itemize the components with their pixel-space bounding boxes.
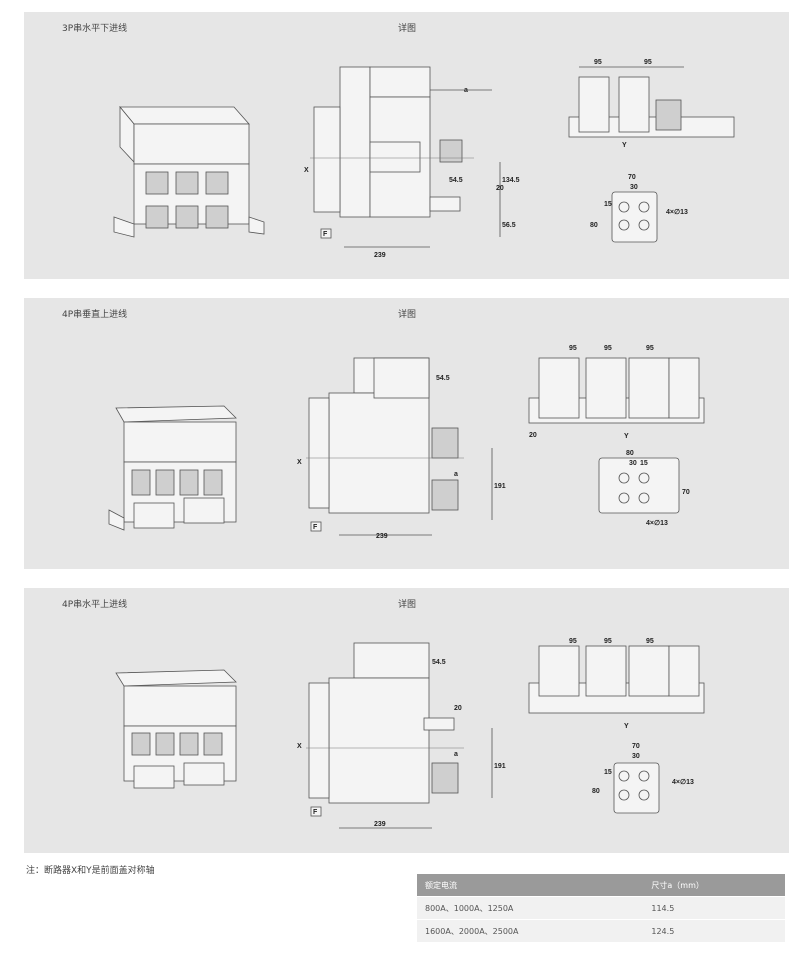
header-dimension-a: 尺寸a（mm） <box>643 874 785 897</box>
axis-y-label: Y <box>624 433 629 440</box>
breaker-isometric-4p <box>115 669 237 789</box>
detail-hole-pattern-4p <box>598 457 680 514</box>
dim-239: 239 <box>374 252 386 259</box>
dim-95-b: 95 <box>604 638 612 645</box>
panel-4p-vertical-top: 4P串垂直上进线 详图 54.5 X a 191 <box>24 298 789 569</box>
panel-detail-label: 详图 <box>398 600 417 610</box>
dim-15: 15 <box>604 201 612 208</box>
dim-95-c: 95 <box>646 638 654 645</box>
cell-current: 1600A、2000A、2500A <box>417 919 644 942</box>
header-rated-current: 额定电流 <box>417 874 644 897</box>
table-header-row: 额定电流 尺寸a（mm） <box>417 874 785 897</box>
dim-holes: 4×∅13 <box>666 208 688 216</box>
axis-x-label: X <box>297 743 302 750</box>
dim-95-c: 95 <box>646 345 654 352</box>
rated-current-table: 额定电流 尺寸a（mm） 800A、1000A、1250A 114.5 1600… <box>417 874 785 942</box>
dim-a: a <box>454 751 458 758</box>
dim-239: 239 <box>374 821 386 828</box>
panel-title: 4P串垂直上进线 <box>62 310 128 320</box>
dim-70: 70 <box>628 174 636 181</box>
dim-30: 30 <box>632 753 640 760</box>
axis-y-label: Y <box>624 723 629 730</box>
dim-95-b: 95 <box>604 345 612 352</box>
side-view-3p <box>310 66 501 248</box>
dim-56-5: 56.5 <box>502 222 516 229</box>
dim-a: a <box>454 471 458 478</box>
cell-dimension: 124.5 <box>643 919 785 942</box>
dim-95-a: 95 <box>594 59 602 66</box>
dim-134-5: 134.5 <box>502 177 520 184</box>
front-f-label: F <box>313 524 318 531</box>
panel-3p-horizontal-bottom: 3P串水平下进线 详图 <box>24 12 789 279</box>
cell-dimension: 114.5 <box>643 896 785 920</box>
dim-a: a <box>464 87 468 94</box>
drawing-4p-horizontal: 54.5 20 X a 191 239 F 95 95 95 Y 70 30 1… <box>115 638 705 829</box>
drawing-3p: X a 54.5 20 134.5 56.5 239 F 95 95 Y 70 <box>113 59 735 259</box>
dim-20: 20 <box>454 705 462 712</box>
panel-title: 4P串水平上进线 <box>62 600 128 610</box>
breaker-isometric-3p <box>113 105 265 238</box>
dim-15: 15 <box>604 769 612 776</box>
dim-70: 70 <box>632 743 640 750</box>
dim-54-5: 54.5 <box>436 375 450 382</box>
detail-hole-pattern-4p <box>613 762 660 814</box>
dim-54-5: 54.5 <box>449 177 463 184</box>
dim-80: 80 <box>592 788 600 795</box>
dim-80: 80 <box>590 222 598 229</box>
dim-95-a: 95 <box>569 638 577 645</box>
panel-4p-horizontal-top: 4P串水平上进线 详图 54.5 20 X a 191 239 <box>24 588 789 853</box>
dim-holes: 4×∅13 <box>672 778 694 786</box>
dim-30: 30 <box>629 460 637 467</box>
dim-80: 80 <box>626 450 634 457</box>
detail-busbar-top-4p <box>528 357 705 424</box>
panel-detail-label: 详图 <box>398 24 417 34</box>
front-f-label: F <box>313 809 318 816</box>
detail-hole-pattern-3p <box>611 191 658 243</box>
front-f-label: F <box>323 231 328 238</box>
dim-54-5: 54.5 <box>432 659 446 666</box>
axis-y-label: Y <box>622 142 627 149</box>
drawing-4p-vertical: 54.5 X a 191 239 F 95 95 95 20 Y 80 30 1… <box>108 345 705 540</box>
dim-holes: 4×∅13 <box>646 519 668 527</box>
detail-busbar-top-3p <box>568 66 735 138</box>
panel-title: 3P串水平下进线 <box>62 24 128 34</box>
dim-239: 239 <box>376 533 388 540</box>
axis-x-label: X <box>304 167 309 174</box>
dim-191: 191 <box>494 763 506 770</box>
side-view-4p-vertical <box>306 357 493 536</box>
table-row: 1600A、2000A、2500A 124.5 <box>417 919 785 942</box>
dim-30: 30 <box>630 184 638 191</box>
dim-191: 191 <box>494 483 506 490</box>
axis-x-label: X <box>297 459 302 466</box>
detail-busbar-top-4p <box>528 645 705 714</box>
footnote: 注：断路器X和Y是前面盖对称轴 <box>26 866 155 876</box>
dim-20: 20 <box>529 432 537 439</box>
panel-detail-label: 详图 <box>398 310 417 320</box>
dim-70: 70 <box>682 489 690 496</box>
dim-95-a: 95 <box>569 345 577 352</box>
side-view-4p-horizontal <box>306 642 493 829</box>
dim-15: 15 <box>640 460 648 467</box>
dim-95-b: 95 <box>644 59 652 66</box>
cell-current: 800A、1000A、1250A <box>417 896 644 920</box>
breaker-isometric-4p <box>108 405 237 531</box>
dim-20: 20 <box>496 185 504 192</box>
table-row: 800A、1000A、1250A 114.5 <box>417 896 785 920</box>
